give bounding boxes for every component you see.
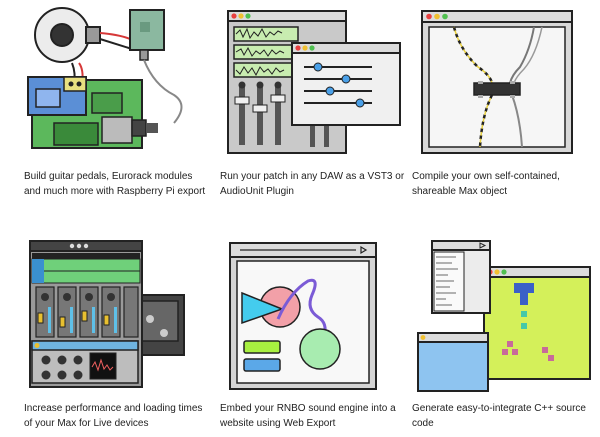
caption-line-1: Increase performance and loading times	[24, 403, 203, 414]
feature-card-cpp-export: Generate easy-to-integrate C++ source co…	[412, 237, 598, 437]
feature-caption: Embed your RNBO sound engine into a webs…	[220, 401, 406, 431]
caption-line-1: Embed your RNBO sound engine into a	[220, 403, 396, 414]
daw-mixer-window-icon	[227, 10, 401, 154]
caption-line-2: and much more with Raspberry Pi export	[24, 186, 206, 197]
feature-card-max-object: Compile your own self-contained, shareab…	[412, 5, 598, 205]
feature-caption: Increase performance and loading times o…	[24, 401, 210, 431]
caption-line-1: Run your patch in any DAW as a VST3 or	[220, 171, 405, 182]
cpp-source-windows-icon	[417, 240, 591, 392]
feature-caption: Compile your own self-contained, shareab…	[412, 169, 598, 199]
caption-line-2: code	[412, 418, 434, 429]
feature-caption: Build guitar pedals, Eurorack modules an…	[24, 169, 210, 199]
caption-line-1: Generate easy-to-integrate C++ source	[412, 403, 586, 414]
feature-card-web-export: Embed your RNBO sound engine into a webs…	[220, 237, 406, 437]
feature-caption: Generate easy-to-integrate C++ source co…	[412, 401, 598, 431]
max-object-window-icon	[421, 10, 573, 154]
live-device-hardware-icon	[29, 240, 185, 388]
feature-card-max-for-live: Increase performance and loading times o…	[24, 237, 210, 437]
feature-card-raspberry-pi: Build guitar pedals, Eurorack modules an…	[24, 5, 210, 205]
feature-caption: Run your patch in any DAW as a VST3 or A…	[220, 169, 406, 199]
web-browser-window-icon	[229, 242, 377, 390]
caption-line-1: Compile your own self-contained,	[412, 171, 560, 182]
raspberry-pi-board-icon	[27, 7, 183, 149]
caption-line-1: Build guitar pedals, Eurorack modules	[24, 171, 193, 182]
caption-line-2: shareable Max object	[412, 186, 508, 197]
caption-line-2: of your Max for Live devices	[24, 418, 149, 429]
feature-card-daw-plugin: Run your patch in any DAW as a VST3 or A…	[220, 5, 406, 205]
caption-line-2: AudioUnit Plugin	[220, 186, 294, 197]
caption-line-2: website using Web Export	[220, 418, 336, 429]
